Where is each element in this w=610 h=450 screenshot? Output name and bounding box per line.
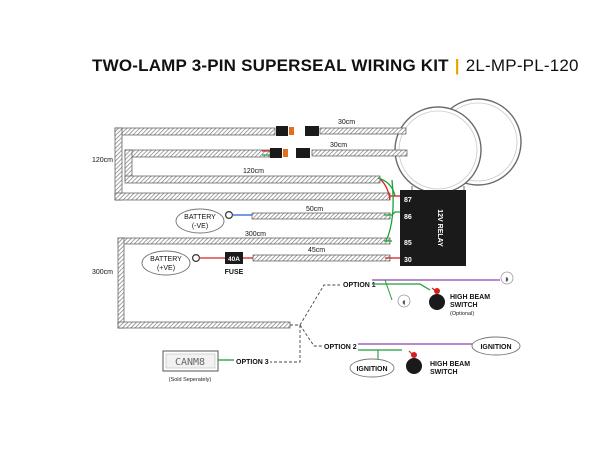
length-label-120cm-mid: 120cm	[243, 168, 264, 175]
length-label-30cm-b: 30cm	[330, 142, 347, 149]
ring-terminal-neg	[225, 211, 234, 220]
length-label-300cm-left: 300cm	[92, 269, 113, 276]
battery-neg-line2: (-VE)	[192, 223, 208, 230]
wiring-loom	[114, 127, 408, 329]
option-2-label: OPTION 2	[324, 344, 357, 351]
option-1-switch-circuit: ◖ ◗ HIGH BEAM SWITCH (Optional)	[372, 271, 514, 317]
relay-pin-86: 86	[404, 214, 412, 221]
relay-label: 12V RELAY	[436, 209, 443, 247]
lamp-connectors	[262, 126, 319, 158]
battery-positive: BATTERY (+VE)	[141, 250, 225, 276]
relay-pin-87: 87	[404, 197, 412, 204]
switch-1-line2: SWITCH	[450, 302, 478, 309]
title-separator: |	[454, 56, 460, 75]
fuse-label: FUSE	[225, 269, 244, 276]
length-label-45cm: 45cm	[308, 247, 325, 254]
svg-text:◗: ◗	[505, 276, 508, 283]
driving-lamps	[394, 98, 522, 197]
high-beam-switch-1	[429, 294, 445, 310]
ring-terminal-pos	[192, 254, 201, 263]
connector-plug-1b	[305, 126, 319, 136]
option-3-label: OPTION 3	[236, 359, 269, 366]
length-label-30cm-a: 30cm	[338, 119, 355, 126]
battery-pos-line1: BATTERY	[150, 256, 182, 263]
high-beam-indicator-icon	[500, 271, 514, 285]
relay-feed-wires	[377, 177, 400, 259]
battery-negative: BATTERY (-VE)	[175, 208, 252, 234]
canm8-module: CANM8 (Sold Seperately)	[162, 350, 234, 383]
option-dashed-lines	[270, 284, 340, 363]
switch-2-line2: SWITCH	[430, 369, 458, 376]
ignition-label-b: IGNITION	[480, 344, 511, 351]
fuse-rating: 40A	[228, 256, 240, 263]
switch-2-line1: HIGH BEAM	[430, 361, 470, 368]
switch-1-line1: HIGH BEAM	[450, 294, 490, 301]
option-2-switch-circuit: IGNITION IGNITION HIGH BEAM SWITCH	[349, 336, 521, 378]
length-label-300cm-loop: 300cm	[245, 231, 266, 238]
length-label-120cm-left: 120cm	[92, 157, 113, 164]
option-1-label: OPTION 1	[343, 282, 376, 289]
relay-pin-30: 30	[404, 257, 412, 264]
ignition-label-a: IGNITION	[356, 366, 387, 373]
title-code: 2L-MP-PL-120	[465, 56, 579, 75]
high-beam-switch-2	[406, 358, 422, 374]
battery-neg-line1: BATTERY	[184, 214, 216, 221]
length-label-50cm: 50cm	[306, 206, 323, 213]
connector-plug-1a	[276, 126, 288, 136]
lamp-front	[394, 106, 482, 194]
connector-plug-2b	[296, 148, 310, 158]
relay-pin-85: 85	[404, 240, 412, 247]
title-main: TWO-LAMP 3-PIN SUPERSEAL WIRING KIT	[92, 56, 449, 75]
diagram-title: TWO-LAMP 3-PIN SUPERSEAL WIRING KIT | 2L-M…	[92, 56, 579, 76]
light-indicator-icon	[397, 294, 411, 308]
canm8-note: (Sold Seperately)	[169, 377, 212, 383]
relay-body	[400, 190, 466, 266]
svg-text:◖: ◖	[402, 299, 405, 306]
canm8-label: CANM8	[175, 357, 205, 368]
battery-pos-line2: (+VE)	[157, 265, 175, 272]
connector-plug-2a	[270, 148, 282, 158]
fuse: 40A FUSE	[225, 252, 253, 276]
switch-1-note: (Optional)	[450, 311, 474, 317]
relay: 87 86 85 30 12V RELAY	[400, 190, 466, 266]
